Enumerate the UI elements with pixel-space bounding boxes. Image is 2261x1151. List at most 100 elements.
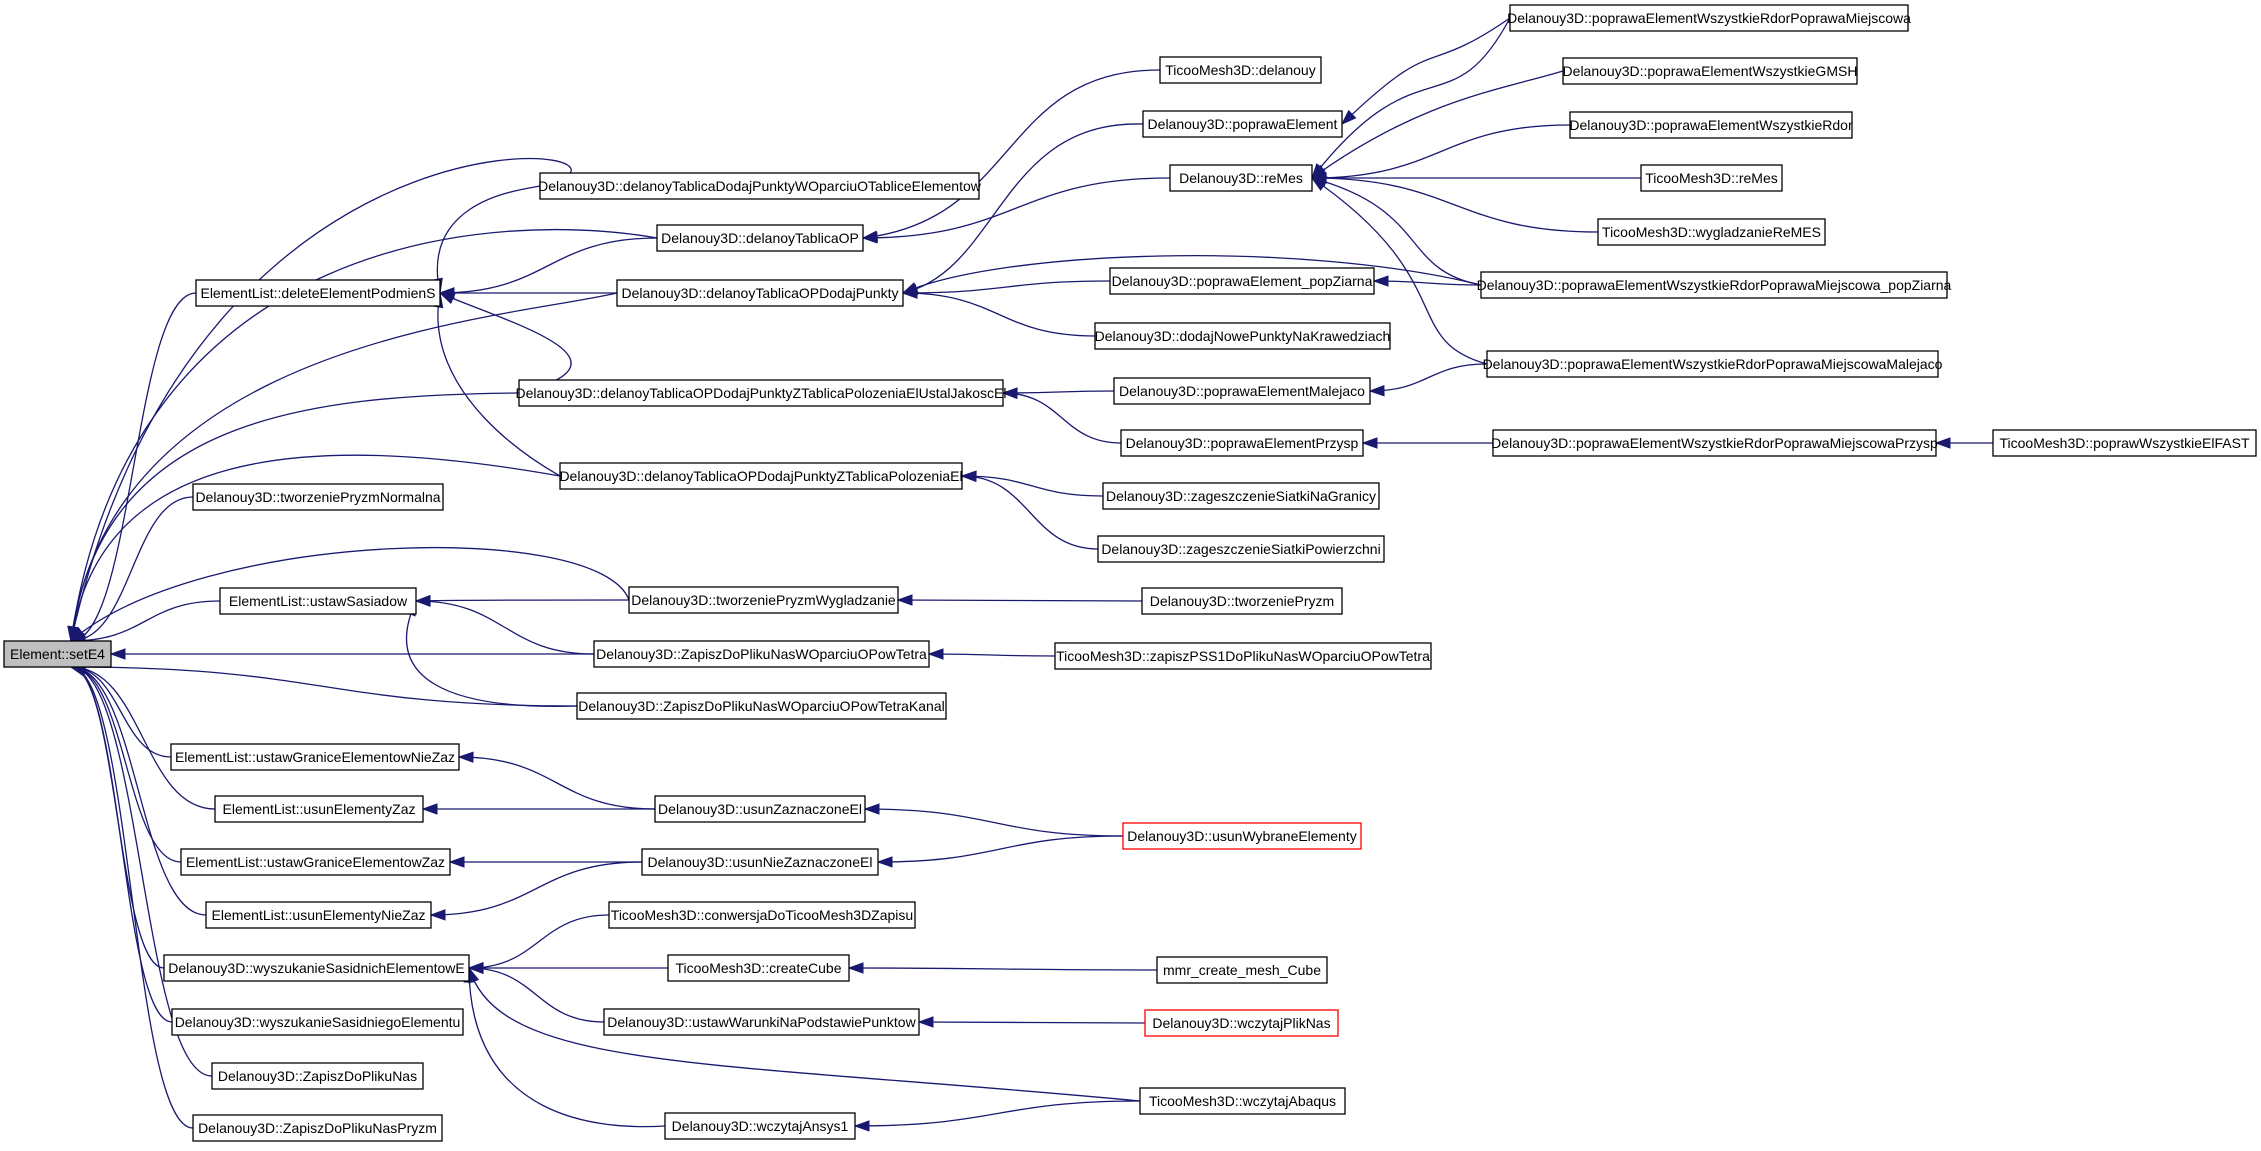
node-box[interactable] <box>1569 111 1853 139</box>
node-box[interactable] <box>559 462 963 490</box>
node-box[interactable] <box>1102 482 1380 510</box>
node-ticoomesh3d-delanouy[interactable]: TicooMesh3D::delanouy <box>1159 56 1322 84</box>
node-box[interactable] <box>1142 110 1343 138</box>
node-box[interactable] <box>214 795 424 823</box>
node-box[interactable] <box>1144 1009 1339 1037</box>
node-box[interactable] <box>195 279 441 307</box>
node-box[interactable] <box>1509 4 1909 32</box>
node-poprawaelementwszystkierdorpoprawamiejscowa-popziarna[interactable]: Delanouy3D::poprawaElementWszystkieRdorP… <box>1477 271 1952 299</box>
node-box[interactable] <box>1159 56 1322 84</box>
node-wyszukaniesasidnichelementowe[interactable]: Delanouy3D::wyszukanieSasidnichElementow… <box>163 954 470 982</box>
node-tworzeniepryzmnormalna[interactable]: Delanouy3D::tworzeniePryzmNormalna <box>192 483 444 511</box>
node-box[interactable] <box>518 379 1004 407</box>
node-ticoomesh3d-remes[interactable]: TicooMesh3D::reMes <box>1640 164 1783 192</box>
node-poprawaelementwszystkiegmsh[interactable]: Delanouy3D::poprawaElementWszystkieGMSH <box>1562 57 1858 85</box>
node-zapiszdoplikunas[interactable]: Delanouy3D::ZapiszDoPlikuNas <box>211 1062 424 1090</box>
node-ustawgraniceelementowzaz[interactable]: ElementList::ustawGraniceElementowZaz <box>180 848 451 876</box>
node-box[interactable] <box>616 279 904 307</box>
node-box[interactable] <box>1640 164 1783 192</box>
node-zapiszpss1doplikunaswoparciuopowtetra[interactable]: TicooMesh3D::zapiszPSS1DoPlikuNasWOparci… <box>1054 642 1432 670</box>
node-box[interactable] <box>1992 429 2257 457</box>
node-sete4[interactable]: Element::setE4 <box>3 640 112 668</box>
node-delanoytablicadodajpunktywoparciuotabliceelementow[interactable]: Delanouy3D::delanoyTablicaDodajPunktyWOp… <box>538 172 982 200</box>
node-box[interactable] <box>1562 57 1858 85</box>
node-box[interactable] <box>3 640 112 668</box>
node-box[interactable] <box>219 587 417 615</box>
node-box[interactable] <box>170 743 460 771</box>
node-box[interactable] <box>1141 587 1343 615</box>
node-box[interactable] <box>192 483 444 511</box>
node-wygladzanieremes[interactable]: TicooMesh3D::wygladzanieReMES <box>1597 218 1826 246</box>
node-box[interactable] <box>641 848 879 876</box>
node-poprawaelement-popziarna[interactable]: Delanouy3D::poprawaElement_popZiarna <box>1109 267 1375 295</box>
node-mmr-create-mesh-cube[interactable]: mmr_create_mesh_Cube <box>1156 956 1328 984</box>
node-box[interactable] <box>180 848 451 876</box>
node-poprawaelementprzysp[interactable]: Delanouy3D::poprawaElementPrzysp <box>1120 429 1364 457</box>
node-poprawaelementwszystkierdorpoprawamiejscowamalejaco[interactable]: Delanouy3D::poprawaElementWszystkieRdorP… <box>1483 350 1943 378</box>
node-box[interactable] <box>1120 429 1364 457</box>
node-zageszczeniesiatkinagranicy[interactable]: Delanouy3D::zageszczenieSiatkiNaGranicy <box>1102 482 1380 510</box>
node-box[interactable] <box>656 224 864 252</box>
node-box[interactable] <box>608 901 916 929</box>
node-box[interactable] <box>1097 535 1385 563</box>
node-tworzeniepryzmwygladzanie[interactable]: Delanouy3D::tworzeniePryzmWygladzanie <box>628 586 899 614</box>
node-box[interactable] <box>192 1114 443 1142</box>
node-box[interactable] <box>163 954 470 982</box>
node-poprawaelementwszystkierdor[interactable]: Delanouy3D::poprawaElementWszystkieRdor <box>1569 111 1853 139</box>
node-box[interactable] <box>1094 322 1391 350</box>
node-box[interactable] <box>1480 271 1948 299</box>
node-box[interactable] <box>205 901 432 929</box>
node-dodajnowepunktynakrawedziach[interactable]: Delanouy3D::dodajNowePunktyNaKrawedziach <box>1094 322 1391 350</box>
node-tworzeniepryzm[interactable]: Delanouy3D::tworzeniePryzm <box>1141 587 1343 615</box>
node-box[interactable] <box>1109 267 1375 295</box>
node-box[interactable] <box>1169 164 1313 192</box>
node-poprawwszystkieelfast[interactable]: TicooMesh3D::poprawWszystkieElFAST <box>1992 429 2257 457</box>
node-box[interactable] <box>1597 218 1826 246</box>
node-conwersjadoticoomesh3dzapisu[interactable]: TicooMesh3D::conwersjaDoTicooMesh3DZapis… <box>608 901 916 929</box>
node-delanoytablicaop[interactable]: Delanouy3D::delanoyTablicaOP <box>656 224 864 252</box>
node-box[interactable] <box>1156 956 1328 984</box>
node-wczytajpliknas[interactable]: Delanouy3D::wczytajPlikNas <box>1144 1009 1339 1037</box>
node-poprawaelementwszystkierdorpoprawamiejscowaprzysp[interactable]: Delanouy3D::poprawaElementWszystkieRdorP… <box>1491 429 1938 457</box>
node-box[interactable] <box>171 1008 464 1036</box>
node-poprawaelementwszystkierdorpoprawamiejscowa[interactable]: Delanouy3D::poprawaElementWszystkieRdorP… <box>1507 4 1911 32</box>
node-zageszczeniesiatkipowierzchni[interactable]: Delanouy3D::zageszczenieSiatkiPowierzchn… <box>1097 535 1385 563</box>
node-box[interactable] <box>1113 377 1371 405</box>
node-ustawsasiadow[interactable]: ElementList::ustawSasiadow <box>219 587 417 615</box>
node-createcube[interactable]: TicooMesh3D::createCube <box>667 954 850 982</box>
node-delanoytablicaopdodajpunktyztablicapolozeniael[interactable]: Delanouy3D::delanoyTablicaOPDodajPunktyZ… <box>559 462 963 490</box>
node-wczytajansys1[interactable]: Delanouy3D::wczytajAnsys1 <box>664 1112 856 1140</box>
node-box[interactable] <box>1139 1087 1346 1115</box>
node-usunzaznaczoneel[interactable]: Delanouy3D::usunZaznaczoneEl <box>654 795 866 823</box>
node-box[interactable] <box>1054 642 1432 670</box>
node-usunniezaznaczoneel[interactable]: Delanouy3D::usunNieZaznaczoneEl <box>641 848 879 876</box>
node-box[interactable] <box>667 954 850 982</box>
node-box[interactable] <box>603 1008 920 1036</box>
node-delanoytablicaopdodajpunkty[interactable]: Delanouy3D::delanoyTablicaOPDodajPunkty <box>616 279 904 307</box>
node-zapiszdoplikunaspryzm[interactable]: Delanouy3D::ZapiszDoPlikuNasPryzm <box>192 1114 443 1142</box>
node-poprawaelement[interactable]: Delanouy3D::poprawaElement <box>1142 110 1343 138</box>
node-wczytajabaqus[interactable]: TicooMesh3D::wczytajAbaqus <box>1139 1087 1346 1115</box>
node-usunwybraneelementy[interactable]: Delanouy3D::usunWybraneElementy <box>1122 822 1362 850</box>
node-delanoytablicaopdodajpunktyztablicapolozeniaelustaljakoscel[interactable]: Delanouy3D::delanoyTablicaOPDodajPunktyZ… <box>515 379 1007 407</box>
node-poprawaelementmalejaco[interactable]: Delanouy3D::poprawaElementMalejaco <box>1113 377 1371 405</box>
node-box[interactable] <box>539 172 980 200</box>
node-zapiszdoplikunaswoparciuopowtetrakanal[interactable]: Delanouy3D::ZapiszDoPlikuNasWOparciuOPow… <box>576 692 947 720</box>
node-box[interactable] <box>211 1062 424 1090</box>
node-deleteelementpodmiens[interactable]: ElementList::deleteElementPodmienS <box>195 279 441 307</box>
node-box[interactable] <box>1492 429 1937 457</box>
node-box[interactable] <box>1122 822 1362 850</box>
node-usunelementyniezaz[interactable]: ElementList::usunElementyNieZaz <box>205 901 432 929</box>
node-box[interactable] <box>664 1112 856 1140</box>
node-remes[interactable]: Delanouy3D::reMes <box>1169 164 1313 192</box>
node-box[interactable] <box>654 795 866 823</box>
node-ustawgraniceelementowniezaz[interactable]: ElementList::ustawGraniceElementowNieZaz <box>170 743 460 771</box>
node-box[interactable] <box>576 692 947 720</box>
node-box[interactable] <box>593 640 930 668</box>
node-ustawwarunkinapodstawiepunktow[interactable]: Delanouy3D::ustawWarunkiNaPodstawiePunkt… <box>603 1008 920 1036</box>
node-box[interactable] <box>1486 350 1939 378</box>
node-box[interactable] <box>628 586 899 614</box>
node-wyszukaniesasidniegoelementu[interactable]: Delanouy3D::wyszukanieSasidniegoElementu <box>171 1008 464 1036</box>
node-zapiszdoplikunaswoparciuopowtetra[interactable]: Delanouy3D::ZapiszDoPlikuNasWOparciuOPow… <box>593 640 930 668</box>
node-usunelementyzaz[interactable]: ElementList::usunElementyZaz <box>214 795 424 823</box>
